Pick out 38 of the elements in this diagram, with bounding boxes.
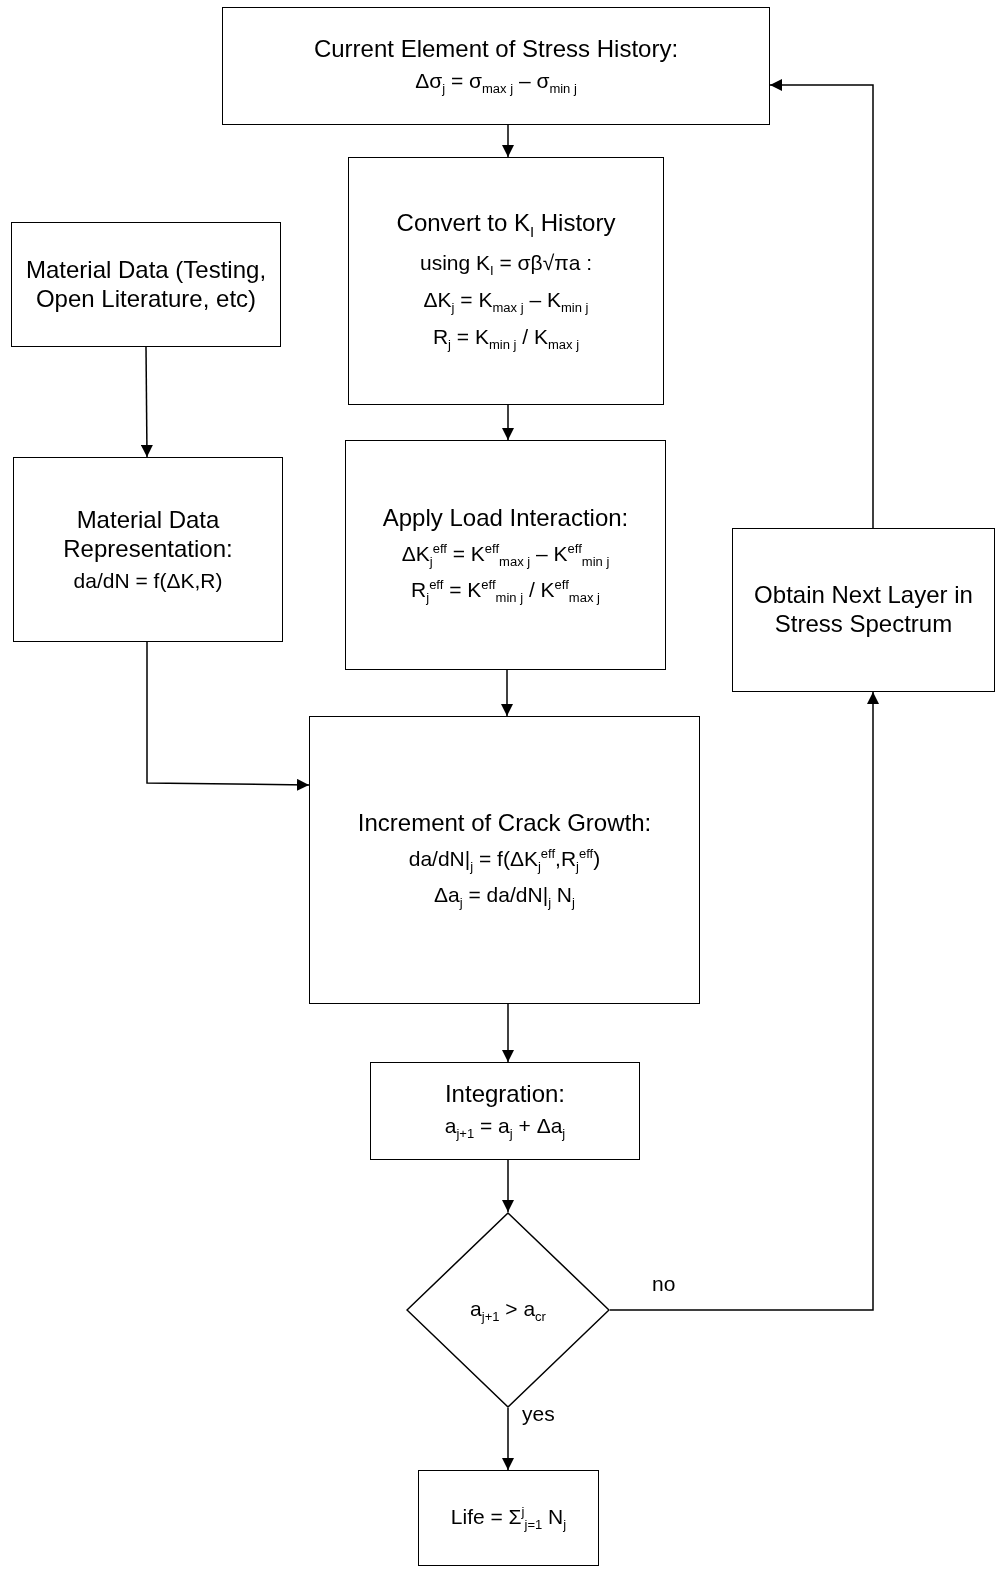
- box-heading: Material Data Representation:: [62, 506, 234, 564]
- arrow: [502, 1407, 514, 1471]
- box-heading: Increment of Crack Growth:: [357, 808, 652, 838]
- process-box: [11, 222, 281, 347]
- process-box: [370, 1062, 640, 1160]
- formula-text: Δa$_{j}$ = da/dN|$_{j}$ N$_{j}$: [434, 882, 575, 912]
- formula-text: Material Data (Testing, Open Literature, etc): [24, 255, 268, 314]
- decision-diamond: [406, 1212, 610, 1408]
- box-heading: Current Element of Stress History:: [313, 35, 679, 64]
- arrow: [146, 641, 310, 791]
- box-heading: Apply Load Interaction:: [382, 503, 629, 533]
- formula-text: Life = Σ$^{j}$$_{j=1}$ N$_{j}$: [450, 1503, 567, 1533]
- process-box: [309, 716, 700, 1004]
- arrow: [140, 346, 153, 458]
- arrow: [502, 1003, 514, 1063]
- process-box: [222, 7, 770, 125]
- arrow: [769, 79, 874, 529]
- process-box: [345, 440, 666, 670]
- box-heading: Integration:: [444, 1080, 566, 1109]
- formula-text: da/dN = f(ΔK,R): [73, 567, 223, 593]
- formula-text: a$_{j+1}$ > a$_{cr}$: [470, 1295, 546, 1325]
- arrow: [501, 669, 513, 717]
- process-box: [418, 1470, 599, 1566]
- formula-text: da/dN|$_{j}$ = f(ΔK$_{j}$$^{eff}$,R$_{j}$$^{eff}$): [408, 845, 601, 875]
- formula-text: using K$_{I}$ = σβ√πa :: [420, 250, 592, 279]
- process-box: [348, 157, 664, 405]
- process-box: [13, 457, 283, 642]
- formula-text: a$_{j+1}$ = a$_{j}$ + Δa$_{j}$: [444, 1113, 566, 1142]
- arrow: [502, 1159, 514, 1213]
- box-heading: Convert to K$_{I}$ History: [396, 209, 616, 243]
- formula-text: Obtain Next Layer in Stress Spectrum: [753, 581, 974, 639]
- arrow: [609, 691, 879, 1311]
- formula-text: R$_{j}$ = K$_{min j}$ / K$_{max j}$: [432, 323, 580, 353]
- formula-text: ΔK$_{j}$ = K$_{max j}$ – K$_{min j}$: [423, 286, 589, 316]
- formula-text: Δσ$_{j}$ = σ$_{max j}$ – σ$_{min j}$: [415, 68, 577, 97]
- process-box: [732, 528, 995, 692]
- arrow: [502, 124, 514, 158]
- arrow: [502, 404, 514, 441]
